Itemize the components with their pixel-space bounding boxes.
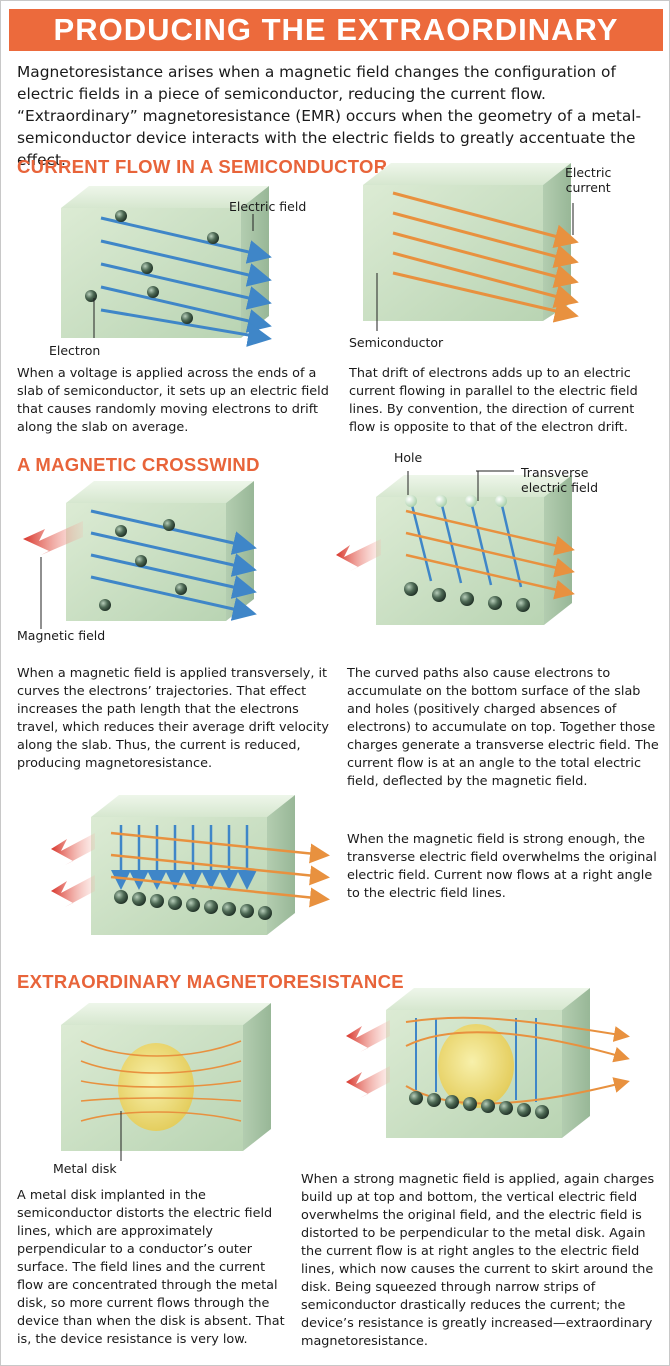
section-heading-emr: EXTRAORDINARY MAGNETORESISTANCE bbox=[17, 971, 404, 992]
caption-crosswind: When a magnetic field is applied transve… bbox=[17, 666, 329, 771]
label-electric-current: Electric current bbox=[565, 165, 612, 195]
diagram-transverse-field bbox=[336, 470, 575, 625]
current-lines bbox=[392, 191, 579, 323]
diagram-electric-current bbox=[363, 163, 579, 331]
caption-electric-current: That drift of electrons adds up to an el… bbox=[349, 366, 638, 435]
label-electron: Electron bbox=[49, 343, 101, 358]
diagram-metal-disk bbox=[61, 1003, 271, 1161]
label-electric-field: Electric field bbox=[229, 199, 307, 214]
section-heading-current-flow: CURRENT FLOW IN A SEMICONDUCTOR bbox=[17, 156, 388, 177]
label-hole: Hole bbox=[394, 450, 423, 465]
label-semiconductor: Semiconductor bbox=[349, 335, 444, 350]
diagram-magnetic-crosswind bbox=[23, 481, 257, 629]
holes bbox=[405, 495, 507, 507]
electrons bbox=[85, 210, 219, 324]
transverse-field-lines bbox=[409, 500, 523, 588]
section-heading-crosswind: A MAGNETIC CROSSWIND bbox=[17, 454, 260, 475]
caption-transverse-field: The curved paths also cause electrons to… bbox=[347, 666, 659, 789]
label-transverse-field: Transverse electric field bbox=[521, 465, 599, 495]
caption-electron-drift: When a voltage is applied across the end… bbox=[17, 366, 329, 435]
intro-paragraph: Magnetoresistance arises when a magnetic… bbox=[17, 63, 642, 169]
slab-top bbox=[61, 186, 269, 208]
caption-strong-field: When the magnetic field is strong enough… bbox=[347, 832, 657, 901]
label-magnetic-field: Magnetic field bbox=[17, 628, 106, 643]
diagram-strong-field bbox=[51, 795, 330, 935]
label-metal-disk: Metal disk bbox=[53, 1161, 117, 1176]
magnetic-field-arrow bbox=[23, 521, 83, 555]
page-title: PRODUCING THE EXTRAORDINARY bbox=[9, 9, 663, 51]
caption-metal-disk: A metal disk implanted in the semiconduc… bbox=[17, 1188, 285, 1347]
diagram-emr bbox=[346, 988, 630, 1138]
concentrated-field-lines bbox=[80, 1040, 242, 1122]
diagram-electron-drift bbox=[61, 186, 272, 347]
caption-emr: When a strong magnetic field is applied,… bbox=[301, 1172, 655, 1349]
electric-field-lines bbox=[100, 216, 272, 347]
